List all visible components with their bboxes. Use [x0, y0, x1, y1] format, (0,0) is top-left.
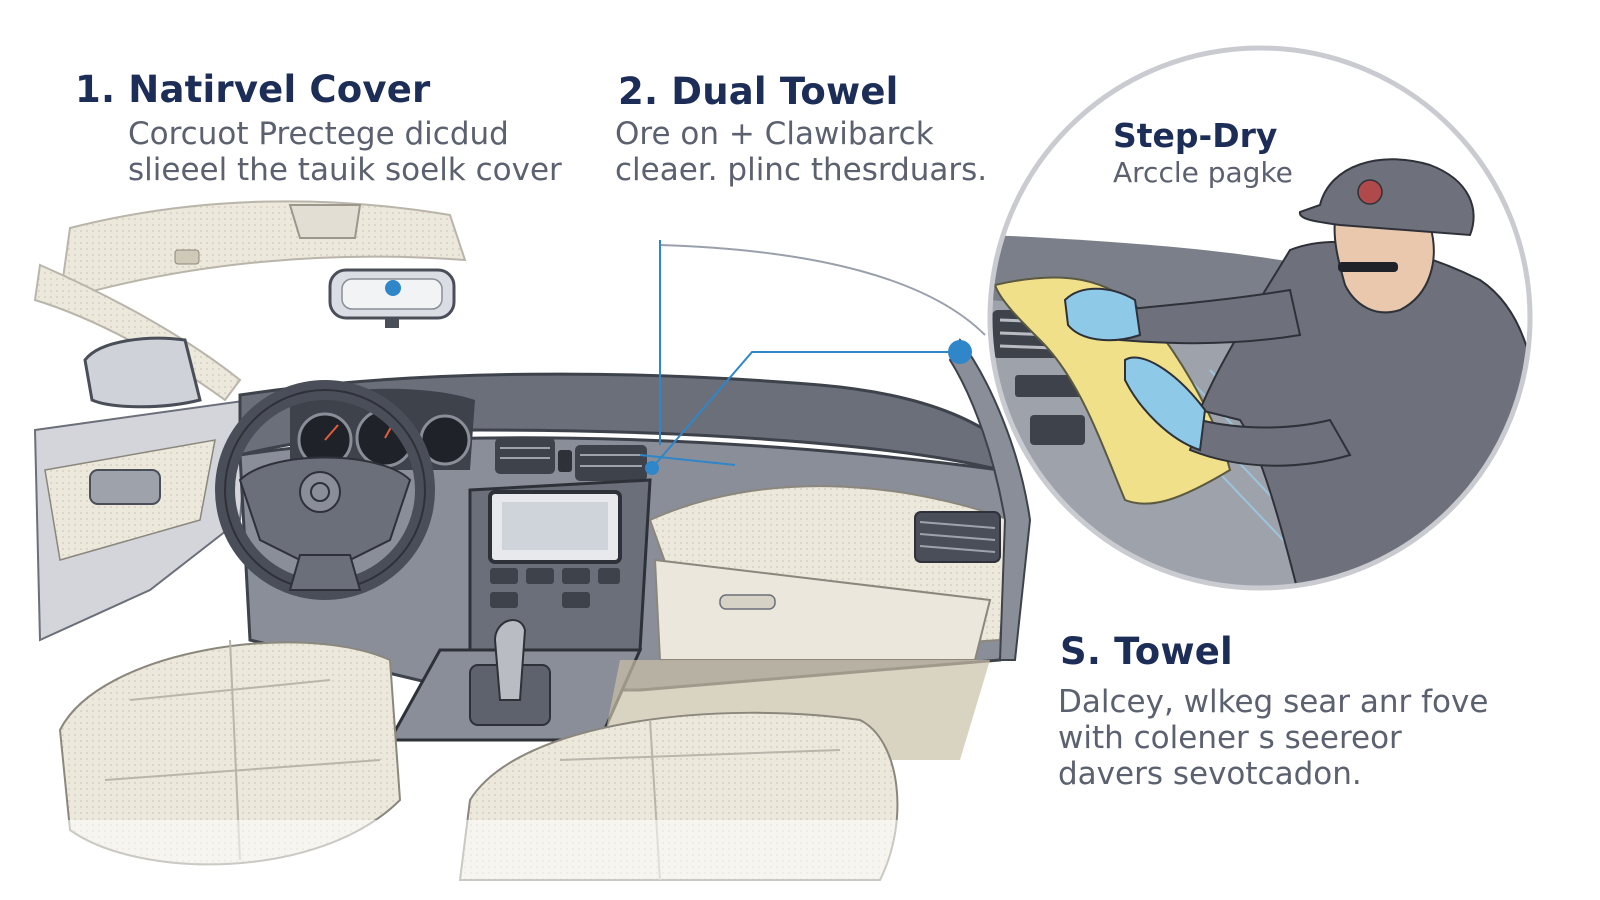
step-2-line: cleaer. plinc thesrduars. [615, 152, 988, 188]
mirror-marker [385, 280, 401, 296]
step-3-heading: S. Towel [1060, 630, 1233, 673]
inset-subtitle: Arccle pagke [1113, 156, 1293, 189]
step-3-line: davers sevotcadon. [1058, 756, 1362, 792]
right-pillar [948, 338, 1032, 661]
climate-buttons [490, 568, 620, 608]
rearview-mirror [328, 268, 456, 328]
step-3-description: Dalcey, wlkeg sear anr fove with colener… [1058, 684, 1488, 792]
step-3-line: with colener s seereor [1058, 720, 1402, 756]
passenger-vent [914, 511, 1001, 563]
step-2-heading: 2. Dual Towel [618, 70, 899, 113]
inset-marker [948, 340, 972, 364]
glove-upper [1063, 287, 1142, 342]
glove-lower [1124, 356, 1207, 452]
door-handle [89, 469, 161, 505]
step-3-line: Dalcey, wlkeg sear anr fove [1058, 684, 1489, 720]
step-1-description: Corcuot Prectege dicdud slieeel the taui… [128, 116, 562, 188]
glovebox-handle [719, 594, 776, 610]
callout-lines [639, 240, 958, 469]
step-1-heading: 1. Natirvel Cover [75, 68, 431, 111]
inset-title: Step-Dry [1113, 116, 1278, 155]
technician-cap [1299, 158, 1475, 237]
technician-arm-lower [1188, 418, 1352, 467]
windshield-edge [659, 244, 986, 336]
step-2-line: Ore on + Clawibarck [615, 116, 934, 152]
step-1-line: Corcuot Prectege dicdud [128, 116, 509, 152]
gear-shifter [469, 619, 551, 726]
step-1-line: slieeel the tauik soelk cover [128, 152, 562, 188]
overhead-console [288, 204, 362, 239]
side-mirror [83, 336, 202, 409]
headliner [58, 200, 467, 302]
center-vents [495, 438, 659, 481]
steering-wheel [215, 380, 435, 600]
step-2-description: Ore on + Clawibarck cleaer. plinc thesrd… [615, 116, 987, 188]
